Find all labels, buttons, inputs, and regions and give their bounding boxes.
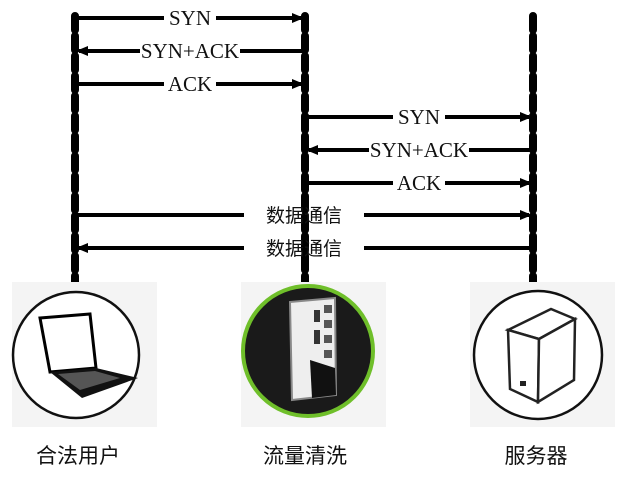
message-label: SYN [398, 105, 440, 129]
laptop-icon [38, 312, 138, 398]
node-label-cleaner: 流量清洗 [263, 444, 347, 468]
message-label: SYN+ACK [370, 138, 468, 162]
message-5: SYN+ACK [309, 138, 533, 162]
network-appliance-icon [288, 296, 338, 402]
node-server [470, 282, 615, 427]
node-cleaner [241, 282, 386, 427]
node-label-user: 合法用户 [36, 444, 120, 468]
message-7: 数据通信 [75, 205, 529, 227]
message-label: 数据通信 [266, 205, 342, 227]
message-8: 数据通信 [79, 238, 533, 260]
message-3: ACK [75, 72, 301, 96]
message-4: SYN [305, 105, 529, 129]
message-label: SYN [169, 6, 211, 30]
message-6: ACK [305, 171, 529, 195]
message-label: SYN+ACK [141, 39, 239, 63]
node-user [11, 282, 157, 427]
message-2: SYN+ACK [79, 39, 305, 63]
message-1: SYN [75, 6, 301, 30]
message-label: 数据通信 [266, 238, 342, 260]
server-icon [504, 307, 578, 405]
message-label: ACK [397, 171, 441, 195]
node-label-server: 服务器 [504, 444, 568, 468]
message-label: ACK [168, 72, 212, 96]
